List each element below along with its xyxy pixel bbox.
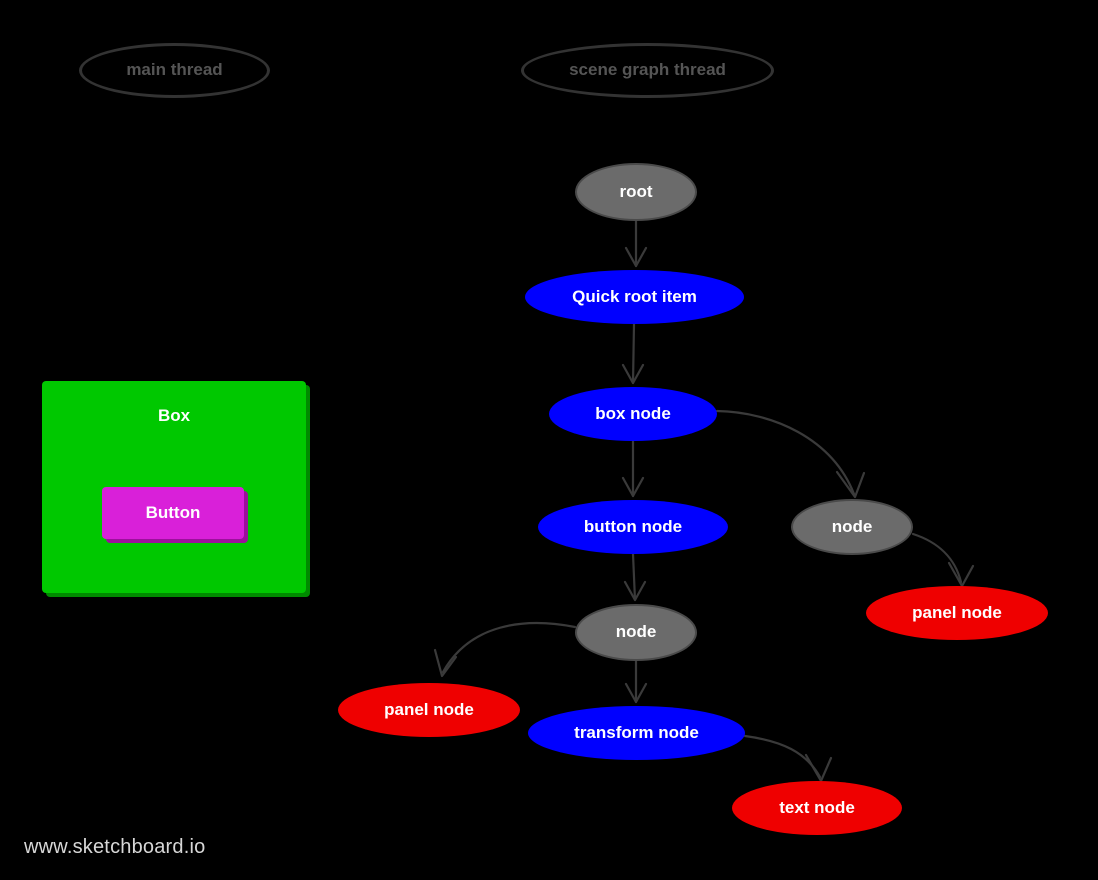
node-node-center-label: node [615, 622, 657, 642]
edge-transform-node-to-text-node [743, 734, 833, 783]
node-button-node-label: button node [583, 516, 683, 536]
node-root[interactable]: root [575, 163, 697, 221]
node-text-node[interactable]: text node [732, 781, 902, 835]
node-box-node[interactable]: box node [549, 387, 717, 441]
edge-box-node-to-node-right [715, 409, 866, 499]
lane-main-thread-label: main thread [126, 60, 223, 80]
lane-main-thread: main thread [79, 43, 270, 98]
watermark: www.sketchboard.io [24, 836, 206, 858]
node-quick-root-item-label: Quick root item [572, 286, 697, 306]
node-panel-node-right-label: panel node [912, 602, 1002, 622]
button-shape-label: Button [145, 502, 201, 522]
node-panel-node-left-label: panel node [384, 699, 474, 719]
node-button-node[interactable]: button node [538, 500, 728, 554]
node-node-right[interactable]: node [791, 499, 913, 555]
edge-node-right-to-panel-node-right [911, 532, 975, 588]
node-quick-root-item[interactable]: Quick root item [525, 270, 744, 324]
box-shape-label: Box [157, 406, 191, 425]
edge-quick-root-item-to-box-node [621, 322, 645, 385]
node-node-center[interactable]: node [575, 604, 697, 661]
edge-box-node-to-button-node [621, 439, 645, 498]
lane-scene-graph-thread: scene graph thread [521, 43, 774, 98]
edge-node-center-to-panel-node-left [433, 621, 577, 678]
edge-root-to-quick-root-item [624, 219, 648, 268]
edge-button-node-to-node-center [623, 552, 647, 602]
lane-scene-graph-thread-label: scene graph thread [569, 60, 726, 80]
node-transform-node[interactable]: transform node [528, 706, 745, 760]
node-node-right-label: node [831, 516, 873, 536]
edge-node-center-to-transform-node [624, 659, 648, 704]
node-panel-node-left[interactable]: panel node [338, 683, 520, 737]
node-box-node-label: box node [595, 403, 671, 423]
node-text-node-label: text node [779, 797, 855, 817]
node-panel-node-right[interactable]: panel node [866, 586, 1048, 640]
node-root-label: root [619, 181, 653, 201]
button-shape[interactable]: Button [102, 487, 244, 539]
node-transform-node-label: transform node [574, 722, 699, 742]
